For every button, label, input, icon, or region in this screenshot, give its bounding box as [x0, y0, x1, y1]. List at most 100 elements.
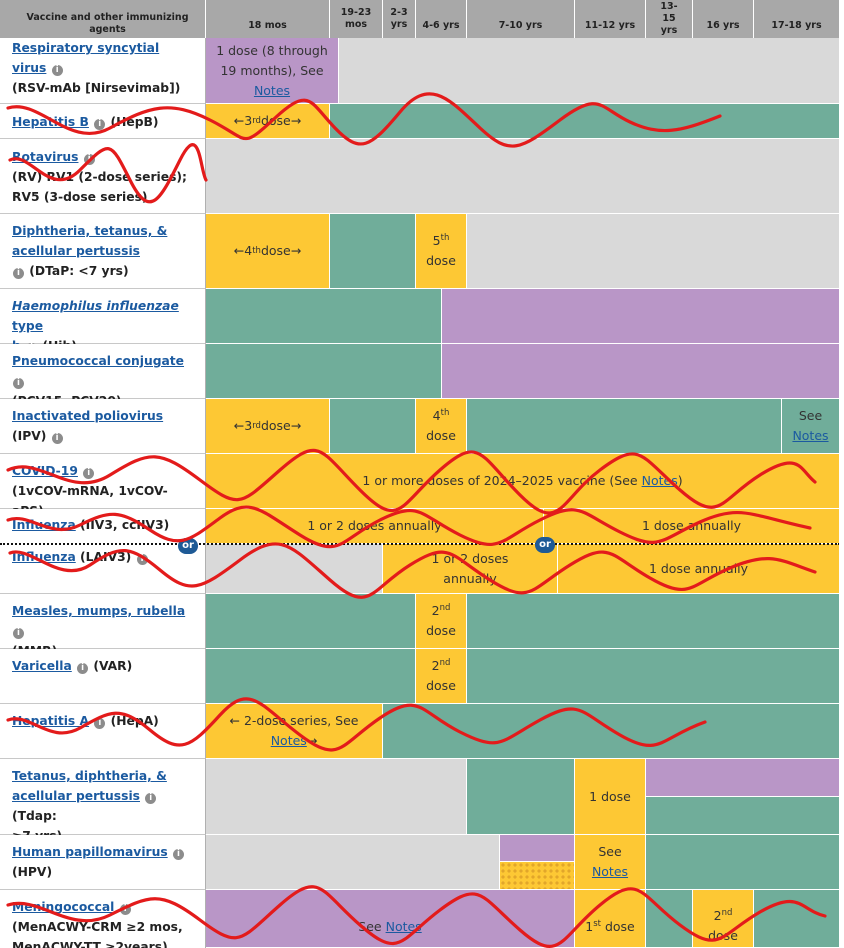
hpv-detail: (HPV)	[12, 865, 53, 879]
flu-cell-text: 1 dose annually	[648, 560, 749, 576]
dose-text: 5	[432, 233, 441, 248]
flu-inactivated-link[interactable]: Influenza	[12, 518, 76, 532]
info-circle-icon[interactable]: i	[13, 378, 24, 389]
mmr-catchup-cell-2	[467, 594, 840, 649]
info-circle-icon[interactable]: i	[77, 663, 89, 674]
info-circle-icon[interactable]: i	[51, 433, 63, 444]
men-link[interactable]: Meningococcal	[12, 900, 115, 914]
row-label-var: Varicella i (VAR)	[0, 649, 206, 704]
flu-cell-text: 1 dose annually	[641, 518, 742, 533]
men-detail: MenACWY-TT ≥2years)	[12, 940, 168, 948]
ordinal-sup: th	[440, 233, 450, 243]
dtap-link[interactable]: Diphtheria, tetanus, &	[12, 224, 168, 238]
dose-text: dose	[426, 253, 456, 268]
rsv-18mos-cell: 1 dose (8 through 19 months), See Notes	[206, 38, 339, 104]
hepa-cell-text: ← 2-dose series, See	[229, 713, 359, 728]
dose-text: dose	[708, 927, 738, 943]
tdap-link[interactable]: acellular pertussis	[12, 789, 140, 803]
hpv-shared-decision-cell	[500, 862, 575, 890]
header-age-2-3-yrs: 2-3 yrs	[383, 0, 416, 38]
hpv-high-risk-cell	[500, 835, 575, 862]
notes-link[interactable]: Notes	[792, 428, 829, 443]
notes-link[interactable]: Notes	[270, 733, 307, 748]
info-circle-icon[interactable]: i	[83, 154, 95, 165]
info-circle-icon[interactable]: i	[172, 849, 184, 860]
dtap-na-cell	[467, 214, 840, 289]
tdap-na-cell	[206, 759, 467, 835]
info-circle-icon[interactable]: i	[13, 268, 24, 279]
flu-cell-text: 1 or 2 doses annually	[307, 518, 442, 533]
ipv-detail: (IPV)	[12, 429, 47, 443]
info-circle-icon[interactable]: i	[83, 468, 95, 479]
row-label-rsv: Respiratory syncytial virus i (RSV-mAb […	[0, 38, 206, 104]
flu-inact-1dose-cell: 1 dose annually	[544, 509, 840, 544]
dose-text: 2	[713, 907, 722, 923]
hib-catchup-cell	[206, 289, 442, 344]
tdap-link[interactable]: Tetanus, diphtheria, &	[12, 769, 167, 783]
notes-link[interactable]: Notes	[253, 82, 291, 98]
dose-text: dose	[600, 918, 635, 934]
ordinal-sup: nd	[721, 907, 733, 918]
see-text: See	[798, 408, 823, 423]
rota-link[interactable]: Rotavirus	[12, 150, 79, 164]
dose-text: dose	[426, 623, 456, 638]
men-detail: (MenACWY-CRM ≥2 mos,	[12, 920, 183, 934]
flu-live-link[interactable]: Influenza	[12, 550, 76, 564]
pcv-link[interactable]: Pneumococcal conjugate	[12, 354, 185, 368]
ipv-catchup-cell	[330, 399, 416, 454]
rsv-cell-text: 19 months), See	[220, 62, 324, 78]
row-label-hpv: Human papillomavirus i (HPV)	[0, 835, 206, 890]
pcv-catchup-cell	[206, 344, 442, 399]
hib-link[interactable]: type	[12, 319, 44, 333]
dtap-5th-dose-cell: 5th dose	[416, 214, 467, 289]
var-link[interactable]: Varicella	[12, 659, 72, 673]
notes-link[interactable]: Notes	[591, 864, 629, 879]
info-circle-icon[interactable]: i	[136, 554, 148, 565]
dtap-catchup-cell	[330, 214, 416, 289]
men-catchup-cell	[646, 890, 693, 948]
ipv-catchup-cell-2	[467, 399, 782, 454]
dose-text: dose→	[260, 243, 302, 258]
hepa-cell-text: →	[306, 733, 318, 748]
ipv-link[interactable]: Inactivated poliovirus	[12, 409, 164, 423]
dose-text: ←4	[233, 243, 253, 258]
row-label-tdap: Tetanus, diphtheria, & acellular pertuss…	[0, 759, 206, 843]
rota-na-cell	[206, 139, 840, 214]
hpv-see-notes-cell: See Notes	[575, 835, 646, 890]
covid-cell-text: 1 or more doses of 2024–2025 vaccine (Se…	[362, 473, 642, 488]
rsv-link[interactable]: Respiratory syncytial virus	[12, 41, 160, 75]
or-divider-line	[0, 543, 840, 545]
var-detail: (VAR)	[93, 659, 133, 673]
notes-link[interactable]: Notes	[385, 918, 422, 934]
info-circle-icon[interactable]: i	[119, 904, 131, 915]
info-circle-icon[interactable]: i	[94, 119, 106, 130]
tdap-high-risk-cell	[646, 759, 840, 797]
var-2nd-dose-cell: 2nd dose	[416, 649, 467, 704]
header-vaccine-agents: Vaccine and other immunizing agents	[0, 0, 206, 38]
notes-link[interactable]: Notes	[641, 473, 678, 488]
header-age-17-18-yrs: 17-18 yrs	[754, 0, 840, 38]
or-badge: or	[535, 537, 555, 553]
info-circle-icon[interactable]: i	[13, 628, 24, 639]
dose-text: 1 dose	[589, 788, 631, 804]
right-page-margin	[839, 0, 844, 948]
mmr-catchup-cell	[206, 594, 416, 649]
dose-text: 4	[432, 408, 441, 423]
rsv-detail: (RSV-mAb [Nirsevimab])	[12, 81, 181, 95]
dose-text: ←3	[233, 418, 253, 433]
hepa-link[interactable]: Hepatitis A	[12, 714, 90, 728]
info-circle-icon[interactable]: i	[145, 793, 157, 804]
row-label-rota: Rotavirus i (RV) RV1 (2-dose series); RV…	[0, 139, 206, 214]
info-circle-icon[interactable]: i	[94, 718, 106, 729]
see-text: See	[358, 918, 386, 934]
hib-link[interactable]: Haemophilus influenzae	[12, 299, 179, 313]
mmr-link[interactable]: Measles, mumps, rubella	[12, 604, 186, 618]
hepb-link[interactable]: Hepatitis B	[12, 115, 89, 129]
row-label-covid: COVID-19 i (1vCOV-mRNA, 1vCOV-aPS)	[0, 454, 206, 518]
flu-inact-1or2-cell: 1 or 2 doses annually	[206, 509, 544, 544]
dtap-link[interactable]: acellular pertussis	[12, 244, 140, 258]
hpv-link[interactable]: Human papillomavirus	[12, 845, 168, 859]
info-circle-icon[interactable]: i	[51, 65, 63, 76]
rota-detail: RV5 (3-dose series)	[12, 190, 148, 204]
covid-link[interactable]: COVID-19	[12, 464, 78, 478]
